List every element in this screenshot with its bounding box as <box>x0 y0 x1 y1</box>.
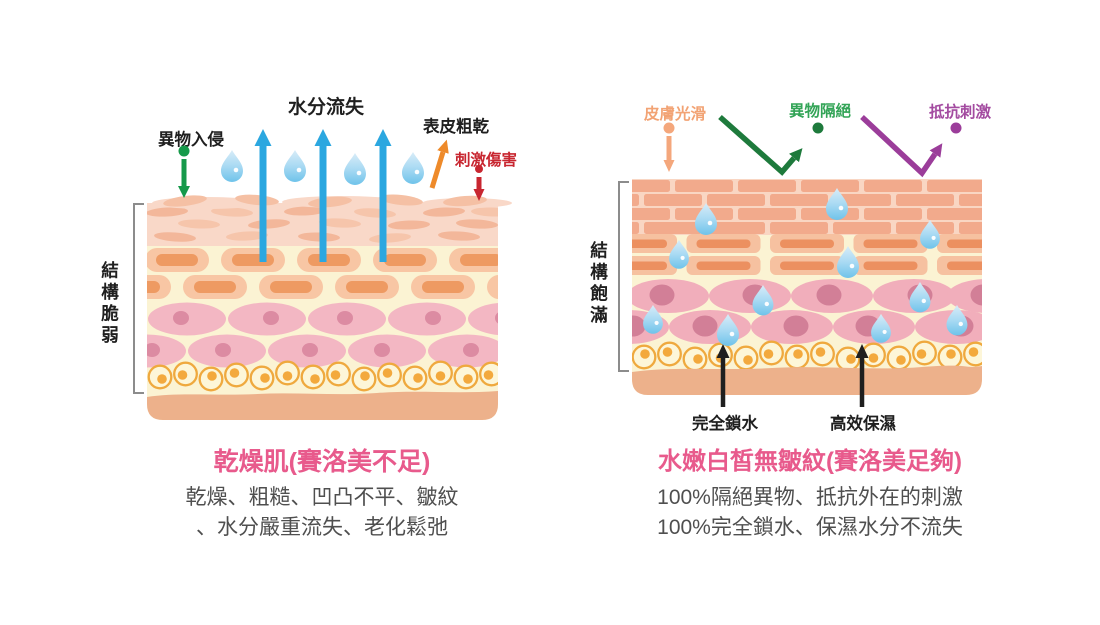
right-caption-line1: 100%隔絕異物、抵抗外在的刺激 <box>657 486 963 509</box>
label-full-structure: 結構飽滿 <box>588 241 609 327</box>
left-caption-line1: 乾燥、粗糙、凹凸不平、皺紋 <box>185 486 459 509</box>
label-rough-epidermis: 表皮粗乾 <box>423 118 489 136</box>
right-caption-line2: 100%完全鎖水、保濕水分不流失 <box>657 516 963 539</box>
label-water-loss: 水分流失 <box>287 97 364 118</box>
label-lock-water: 完全鎖水 <box>692 415 758 433</box>
right-caption-title: 水嫩白皙無皺紋(賽洛美足夠) <box>658 448 962 475</box>
label-irritation-damage: 刺激傷害 <box>454 152 517 169</box>
label-foreign-blocked: 異物隔絕 <box>788 103 851 120</box>
label-moisturize: 高效保濕 <box>830 415 896 433</box>
hydrated-skin-illustration <box>632 114 982 407</box>
left-caption-line2: 、水分嚴重流失、老化鬆弛 <box>196 516 448 539</box>
right-caption: 水嫩白皙無皺紋(賽洛美足夠) 100%隔絕異物、抵抗外在的刺激 100%完全鎖水… <box>610 448 1010 543</box>
label-smooth-skin: 皮膚光滑 <box>643 106 706 123</box>
label-foreign-invasion: 異物入侵 <box>158 131 224 149</box>
dry-skin-illustration <box>147 129 512 420</box>
label-fragile-structure: 結構脆弱 <box>99 261 120 347</box>
label-resist-irritation: 抵抗刺激 <box>928 104 991 121</box>
left-bracket <box>133 203 144 394</box>
left-caption: 乾燥肌(賽洛美不足) 乾燥、粗糙、凹凸不平、皺紋 、水分嚴重流失、老化鬆弛 <box>122 448 522 543</box>
left-caption-title: 乾燥肌(賽洛美不足) <box>213 448 431 476</box>
right-bracket <box>618 181 629 372</box>
